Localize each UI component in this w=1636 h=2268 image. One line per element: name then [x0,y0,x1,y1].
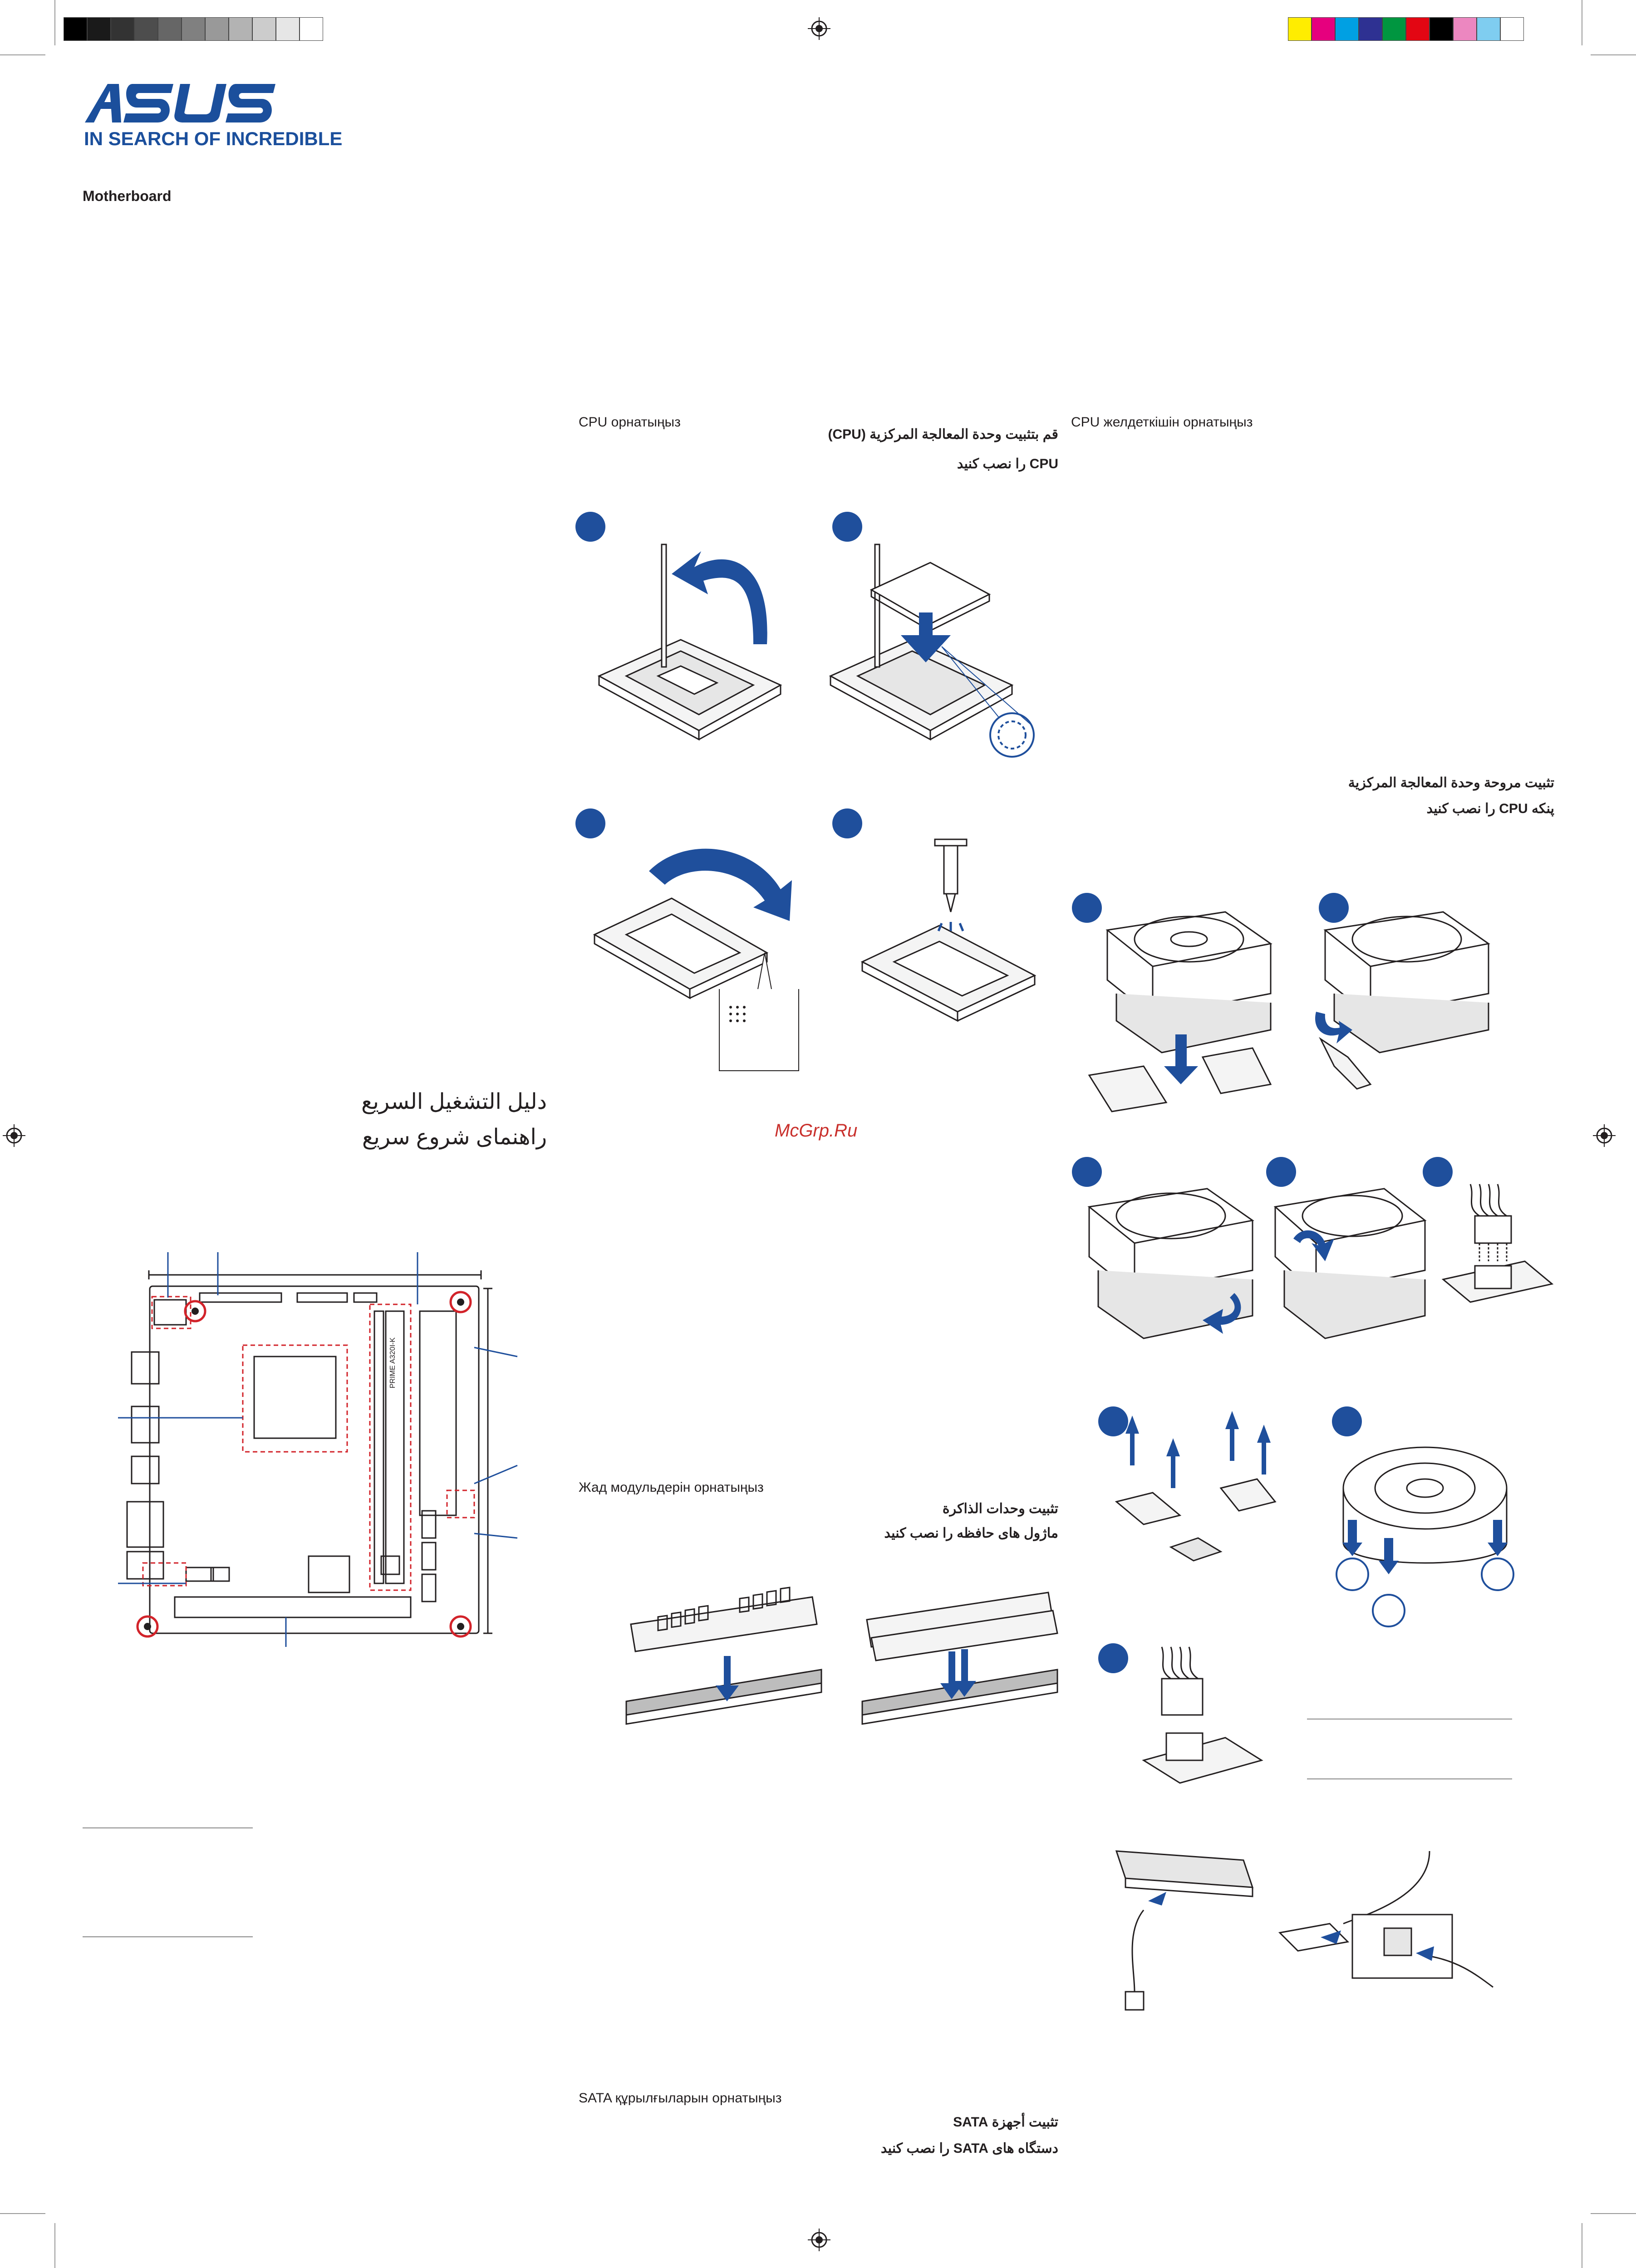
watermark: McGrp.Ru [775,1121,858,1141]
gray-swatch [300,17,323,41]
crop-mark [54,2223,55,2268]
gray-swatch [252,17,276,41]
step-marker [1423,1157,1453,1187]
stock-cooler-illustration [1336,1446,1514,1627]
divider [83,1936,253,1937]
color-swatch [1430,17,1453,41]
gray-swatch [205,17,229,41]
cpu-fan-illustration [1273,1188,1427,1339]
cpu-socket-lever-illustration [597,544,782,741]
color-calibration-bar [1288,17,1524,41]
crop-mark [54,0,55,45]
step-marker [1072,893,1102,923]
sata-drive-illustration [1115,1850,1254,2011]
sata-heading-persian: دستگاه های SATA را نصب کنید [880,2141,1058,2156]
gray-calibration-bar [64,17,323,41]
divider [83,1827,253,1828]
color-swatch [1453,17,1477,41]
gray-swatch [87,17,111,41]
divider [1307,1778,1512,1779]
thermal-paste-illustration [860,838,1037,1022]
gray-swatch [229,17,252,41]
sata-heading-arabic: تثبيت أجهزة SATA [953,2115,1058,2130]
step-marker [1319,893,1349,923]
product-label: Motherboard [83,188,172,204]
memory-heading-persian: ماژول های حافظه را نصب کنید [884,1526,1058,1541]
color-swatch [1406,17,1430,41]
gray-swatch [182,17,205,41]
crop-mark [1591,54,1636,55]
cpu-insert-illustration [829,544,1035,758]
registration-mark-left [3,1124,25,1147]
memory-module-illustration [625,1587,822,1725]
cooler-screws-illustration [1115,1411,1277,1562]
gray-swatch [134,17,158,41]
fan-header-connector-illustration [1142,1646,1263,1784]
memory-heading-kazakh: Жад модульдерін орнатыңыз [579,1480,764,1495]
step-marker [1098,1643,1128,1673]
cpu-close-lid-illustration [593,848,799,1071]
sata-heading-kazakh: SATA құрылғыларын орнатыңыз [579,2091,782,2106]
sata-port-illustration [1278,1851,1494,1988]
crop-mark [0,54,45,55]
motherboard-layout: PRIME A320I-K [118,1252,518,1647]
memory-module-illustration [861,1592,1058,1725]
cpu-fan-illustration [1088,911,1272,1112]
step-marker [1332,1406,1362,1436]
cpu-heading-kazakh: CPU орнатыңыз [579,415,681,430]
board-model-label: PRIME A320I-K [389,1337,397,1388]
quick-start-title-arabic: دليل التشغيل السريع [361,1090,547,1114]
color-swatch [1382,17,1406,41]
registration-mark-bottom [808,2229,830,2251]
brand-tagline: IN SEARCH OF INCREDIBLE [84,128,343,149]
fan-heading-arabic: تثبيت مروحة وحدة المعالجة المركزية [1348,775,1554,790]
registration-mark-top [808,17,830,40]
color-swatch [1500,17,1524,41]
step-marker [575,808,605,838]
quick-start-title-persian: راهنمای شروع سریع [362,1125,547,1149]
step-marker [575,512,605,542]
cpu-heading-arabic: قم بتثبيت وحدة المعالجة المركزية (CPU) [828,427,1059,442]
cpu-fan-illustration [1315,911,1490,1090]
step-marker [1072,1157,1102,1187]
registration-mark-right [1593,1124,1616,1147]
crop-mark [0,2213,45,2214]
fan-heading-persian: پنکه CPU را نصب کنید [1426,801,1554,816]
color-swatch [1335,17,1359,41]
asus-logo [85,84,275,122]
gray-swatch [64,17,87,41]
step-marker [832,808,862,838]
step-marker [832,512,862,542]
gray-swatch [276,17,300,41]
gray-swatch [158,17,182,41]
color-swatch [1477,17,1500,41]
fan-heading-kazakh: CPU желдеткішін орнатыңыз [1071,415,1253,430]
step-marker [1266,1157,1296,1187]
color-swatch [1312,17,1335,41]
memory-heading-arabic: تثبيت وحدات الذاكرة [942,1501,1058,1516]
color-swatch [1359,17,1382,41]
color-swatch [1288,17,1312,41]
cpu-heading-persian: CPU را نصب کنید [957,456,1058,471]
crop-mark [1591,2213,1636,2214]
gray-swatch [111,17,134,41]
fan-connector-illustration [1441,1184,1554,1303]
step-marker [1098,1406,1128,1436]
cpu-fan-illustration [1087,1188,1254,1339]
